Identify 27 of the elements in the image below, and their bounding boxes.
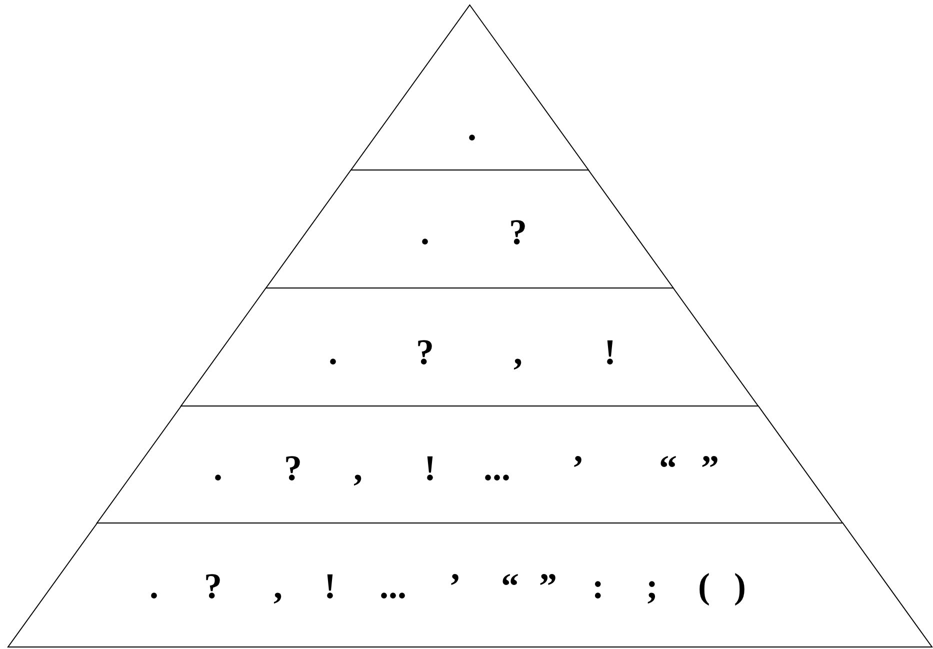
punctuation-mark: . [150,568,158,604]
punctuation-mark: ” [700,450,719,486]
punctuation-mark: ’ [572,450,584,486]
punctuation-mark: ’ [449,568,461,604]
punctuation-mark: . [213,450,222,486]
punctuation-mark: ? [508,214,527,250]
punctuation-mark: ? [284,450,302,486]
punctuation-mark: ... [483,450,510,486]
punctuation-mark: , [513,334,522,370]
punctuation-mark: ! [324,568,336,604]
punctuation-mark: ? [204,568,222,604]
punctuation-mark: ! [604,334,616,370]
punctuation-mark: “ [501,568,519,604]
punctuation-mark: . [420,214,430,250]
punctuation-mark: ! [424,450,436,486]
punctuation-mark: , [274,568,282,604]
punctuation-mark: ) [734,568,746,604]
punctuation-mark: “ [658,450,677,486]
punctuation-mark: : [592,568,604,604]
punctuation-mark: ” [539,568,557,604]
punctuation-mark: ; [646,568,658,604]
punctuation-mark: . [328,334,338,370]
punctuation-mark: ( [698,568,710,604]
punctuation-mark: . [467,110,476,146]
punctuation-mark: ... [380,568,406,604]
punctuation-mark: ? [416,334,434,370]
punctuation-mark: , [353,450,362,486]
